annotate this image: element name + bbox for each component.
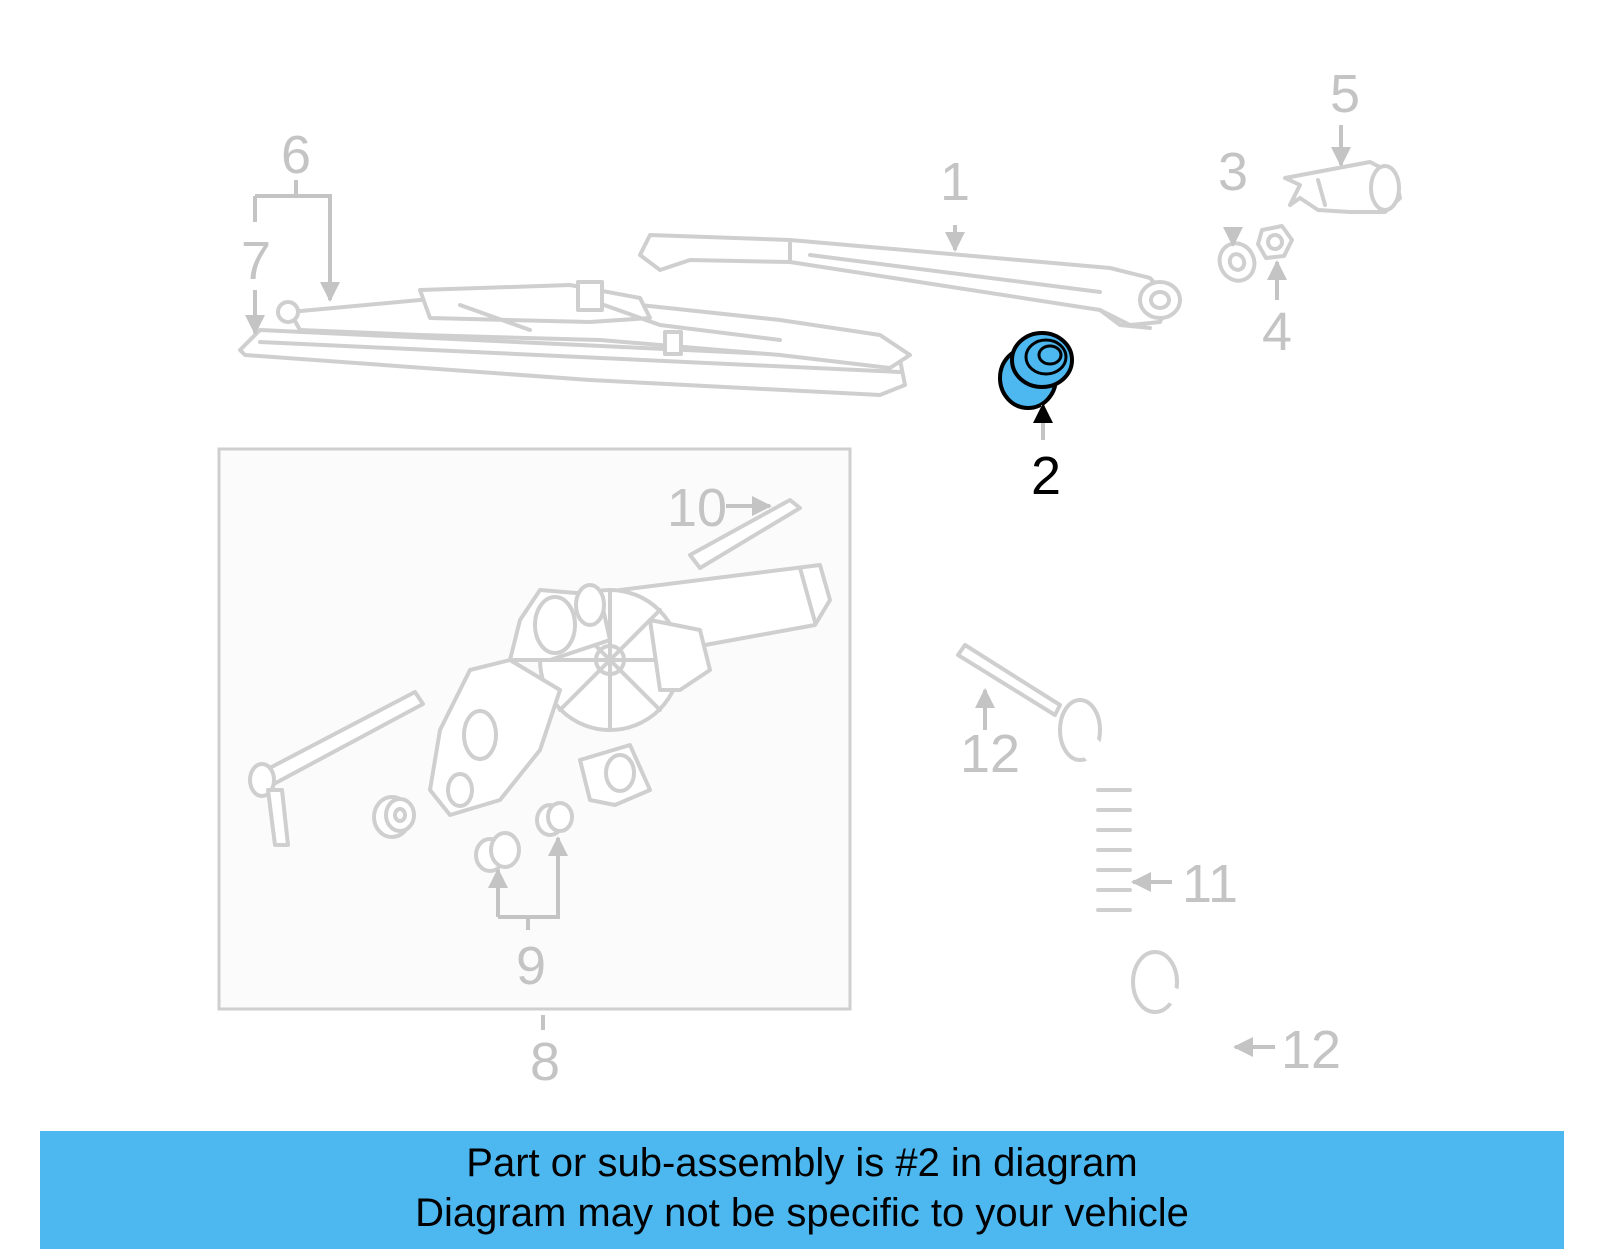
bushing-part-1 <box>372 795 416 839</box>
banner-line-part-number: Part or sub-assembly is #2 in diagram <box>466 1141 1138 1185</box>
callout-3: 3 <box>1218 142 1248 202</box>
washer-part <box>1217 241 1257 283</box>
callout-10: 10 <box>667 478 727 538</box>
bushing-part-2 <box>474 831 521 873</box>
callout-7: 7 <box>241 231 271 291</box>
wiper-blade-part <box>238 280 912 397</box>
callout-1: 1 <box>940 152 970 212</box>
nut-part <box>1256 224 1294 260</box>
banner-line-disclaimer: Diagram may not be specific to your vehi… <box>415 1191 1189 1235</box>
wiper-arm-part <box>638 233 1182 330</box>
callout-9: 9 <box>516 936 546 996</box>
callout-8: 8 <box>530 1032 560 1092</box>
wiper-motor-part <box>248 498 832 873</box>
callout-5: 5 <box>1330 64 1360 124</box>
callout-12-lower: 12 <box>1281 1020 1341 1080</box>
callout-11: 11 <box>1182 854 1238 914</box>
callout-2: 2 <box>1031 446 1061 506</box>
leader-lines <box>245 125 1351 1057</box>
callout-6: 6 <box>281 125 311 185</box>
bushing-part-3 <box>535 801 574 837</box>
washer-hose-part <box>956 643 1228 1078</box>
callout-labels: 1 2 3 4 5 6 7 8 9 10 11 12 12 <box>241 64 1360 1092</box>
callout-4: 4 <box>1262 302 1292 362</box>
callout-12-upper: 12 <box>960 724 1020 784</box>
cap-part <box>1283 160 1402 214</box>
info-banner: Part or sub-assembly is #2 in diagram Di… <box>40 1131 1564 1249</box>
grommet-part-highlighted <box>998 331 1074 410</box>
